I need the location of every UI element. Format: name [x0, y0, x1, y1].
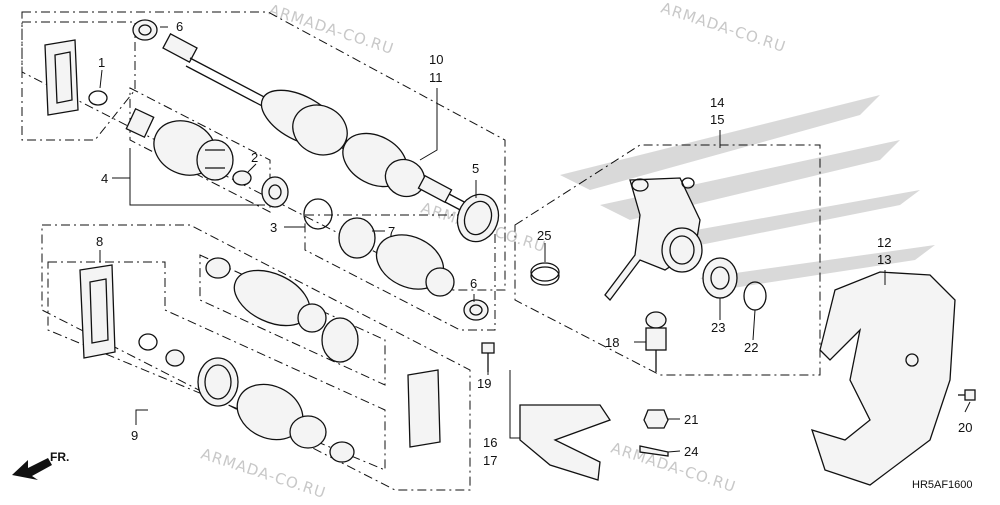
- knuckle-14-15: [604, 177, 703, 301]
- callout-13: 13: [877, 252, 891, 267]
- callout-4: 4: [101, 171, 108, 186]
- callout-23: 23: [711, 320, 725, 335]
- callout-14: 14: [710, 95, 724, 110]
- leader-lines: [99, 26, 971, 453]
- callout-11: 11: [429, 70, 443, 85]
- seal-kit-boundary: [21, 21, 136, 141]
- lower-kit-boundary: [41, 224, 471, 491]
- callout-12: 12: [877, 235, 891, 250]
- lower-kit-upper-boot: [205, 257, 359, 363]
- lower-circlip: [138, 333, 158, 351]
- bolt-19: [481, 342, 495, 372]
- clamp-band-6-top: [132, 19, 158, 41]
- cotter-pin-24: [639, 445, 669, 457]
- clip-2: [232, 170, 252, 186]
- splash-guard-12-13: [810, 271, 956, 486]
- front-direction-arrow: FR.: [12, 450, 69, 480]
- callout-10: 10: [429, 52, 443, 67]
- callout-25: 25: [537, 228, 551, 243]
- callout-2: 2: [251, 150, 258, 165]
- front-arrow-label: FR.: [50, 450, 69, 464]
- bracket-16-17: [519, 404, 611, 481]
- ball-joint-18: [645, 311, 667, 372]
- circlip-1: [88, 90, 108, 106]
- bolt-20: [958, 389, 976, 401]
- lower-band-left: [197, 357, 239, 407]
- lower-clip: [165, 349, 185, 367]
- circlip-22: [743, 281, 767, 311]
- knuckle-group-boundary: [514, 144, 821, 376]
- inboard-joint-4: [125, 107, 234, 181]
- callout-6-top: 6: [176, 19, 183, 34]
- lower-inner-boundary: [47, 261, 386, 471]
- ring-3: [303, 198, 333, 230]
- callout-7: 7: [388, 224, 395, 239]
- callout-1: 1: [98, 55, 105, 70]
- boot-kit-7: [338, 217, 455, 297]
- grease-kit-lower: [79, 264, 116, 359]
- lower-grease-card: [407, 369, 441, 448]
- nut-21: [643, 409, 669, 429]
- callouts: 6 1 10 11 2 4 5 3 7 6 8 9 14 15 25 12 13…: [96, 19, 972, 468]
- lower-boot: [236, 383, 355, 463]
- watermark-top: ARMADA-CO.RU: [267, 1, 397, 58]
- callout-20: 20: [958, 420, 972, 435]
- callout-21: 21: [684, 412, 698, 427]
- callout-18: 18: [605, 335, 619, 350]
- callout-24: 24: [684, 444, 698, 459]
- callout-5: 5: [472, 161, 479, 176]
- watermark-bottom: ARMADA-CO.RU: [199, 445, 329, 500]
- callout-6-lower: 6: [470, 276, 477, 291]
- watermark-bottom-right: ARMADA-CO.RU: [609, 439, 739, 496]
- callout-22: 22: [744, 340, 758, 355]
- callout-17: 17: [483, 453, 497, 468]
- callout-3: 3: [270, 220, 277, 235]
- callout-15: 15: [710, 112, 724, 127]
- callout-8: 8: [96, 234, 103, 249]
- bearing-set: [261, 176, 289, 208]
- callout-16: 16: [483, 435, 497, 450]
- callout-9: 9: [131, 428, 138, 443]
- diagram-code: HR5AF1600: [912, 479, 973, 491]
- watermark-top-right: ARMADA-CO.RU: [659, 0, 789, 56]
- clamp-band-6-lower: [463, 299, 489, 321]
- bearing-23: [702, 257, 738, 299]
- grease-kit-upper: [44, 39, 79, 116]
- callout-19: 19: [477, 376, 491, 391]
- snap-ring-25: [530, 262, 560, 286]
- drive-shaft-assembly: [162, 33, 471, 214]
- boot-band-5: [456, 193, 500, 243]
